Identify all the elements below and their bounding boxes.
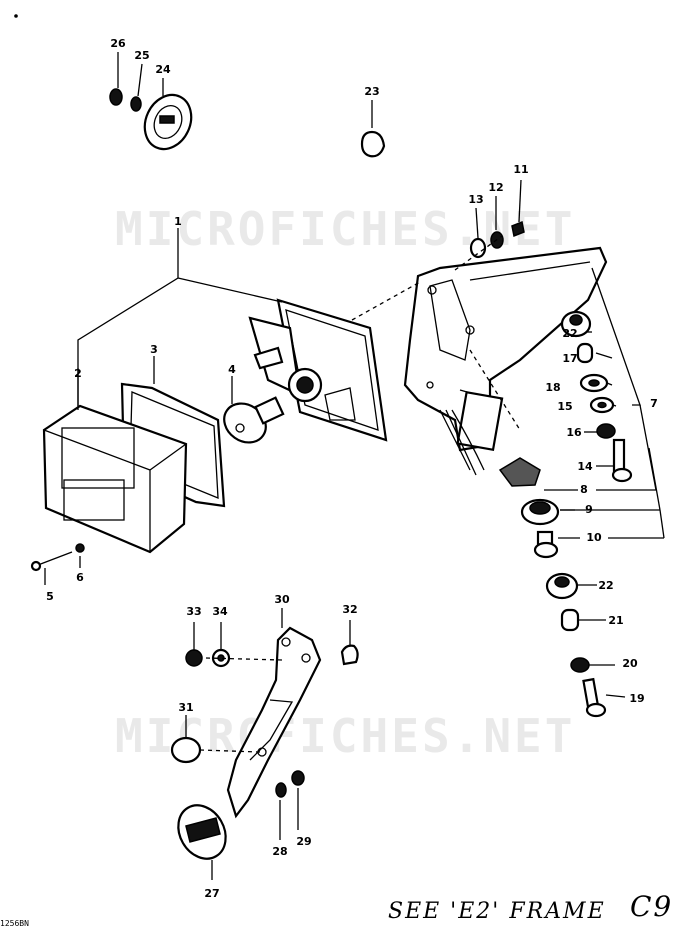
- part-30-plate-bracket: [226, 626, 322, 819]
- part-32-screw: [340, 644, 359, 666]
- part-22-bushing-upper: [560, 310, 592, 338]
- callout-16: 16: [566, 426, 582, 439]
- part-14-bolt: [611, 438, 633, 483]
- part-5-screw: [37, 551, 73, 566]
- callout-28: 28: [272, 845, 287, 858]
- part-27-reflector: [177, 804, 227, 860]
- callout-22-lower: 22: [598, 579, 613, 592]
- part-22-bushing-lower: [545, 572, 579, 600]
- callout-14: 14: [577, 460, 593, 473]
- watermark-top: MICROFICHES.NET: [115, 202, 575, 256]
- callout-29: 29: [296, 835, 311, 848]
- callout-27: 27: [204, 887, 219, 900]
- callout-12: 12: [488, 181, 503, 194]
- callout-31: 31: [178, 701, 193, 714]
- lamp-housing: [248, 298, 388, 442]
- part-29-washer: [291, 770, 305, 786]
- callout-3: 3: [150, 343, 158, 356]
- figure-code: 1256BN: [0, 919, 29, 928]
- callout-10: 10: [586, 531, 602, 544]
- callout-1: 1: [174, 215, 182, 228]
- part-9-grommet: [520, 498, 560, 526]
- callout-34: 34: [212, 605, 228, 618]
- callout-13: 13: [468, 193, 483, 206]
- callout-17: 17: [562, 352, 577, 365]
- part-24-reflector: [143, 93, 193, 151]
- callout-26: 26: [110, 37, 126, 50]
- callout-15: 15: [557, 400, 572, 413]
- part-23-cap: [360, 130, 386, 158]
- part-13-washer: [469, 237, 487, 259]
- part-17-collar: [576, 342, 594, 364]
- callout-8: 8: [580, 483, 588, 496]
- callout-labels: 26 25 24 23 13 12 11 1 2 3 4 22 17 18 15…: [46, 37, 658, 900]
- part-25-washer: [130, 96, 142, 112]
- callout-32: 32: [342, 603, 357, 616]
- speck: [14, 14, 18, 18]
- part-10-collar: [533, 530, 559, 559]
- part-11-screw: [511, 220, 525, 238]
- part-28-nut: [275, 782, 287, 798]
- callout-30: 30: [274, 593, 290, 606]
- callout-9: 9: [585, 503, 593, 516]
- part-16-nut: [596, 423, 616, 439]
- callout-19: 19: [629, 692, 644, 705]
- callout-23: 23: [364, 85, 379, 98]
- callout-7: 7: [650, 397, 658, 410]
- callout-18: 18: [545, 381, 560, 394]
- part-7-bracket: [403, 246, 608, 487]
- part-26-nut: [109, 88, 123, 106]
- part-6-nut: [75, 543, 85, 553]
- callout-20: 20: [622, 657, 638, 670]
- part-21-collar: [560, 608, 580, 632]
- part-2-lens: [42, 404, 188, 554]
- part-20-nut: [570, 657, 590, 673]
- part-19-bolt: [582, 677, 607, 718]
- callout-5: 5: [46, 590, 54, 603]
- callout-4: 4: [228, 363, 236, 376]
- part-31-cap: [170, 736, 202, 764]
- callout-6: 6: [76, 571, 84, 584]
- part-8-clamp: [498, 457, 541, 487]
- see-frame-note: SEE 'E2' FRAME: [388, 899, 606, 924]
- callout-24: 24: [155, 63, 171, 76]
- callout-21: 21: [608, 614, 623, 627]
- callout-2: 2: [74, 367, 82, 380]
- callout-25: 25: [134, 49, 149, 62]
- callout-33: 33: [186, 605, 201, 618]
- part-4-bulb: [223, 396, 285, 444]
- part-33-nut: [185, 649, 203, 667]
- callout-22-upper: 22: [562, 327, 577, 340]
- callout-11: 11: [513, 163, 528, 176]
- page-code: C9: [630, 890, 673, 923]
